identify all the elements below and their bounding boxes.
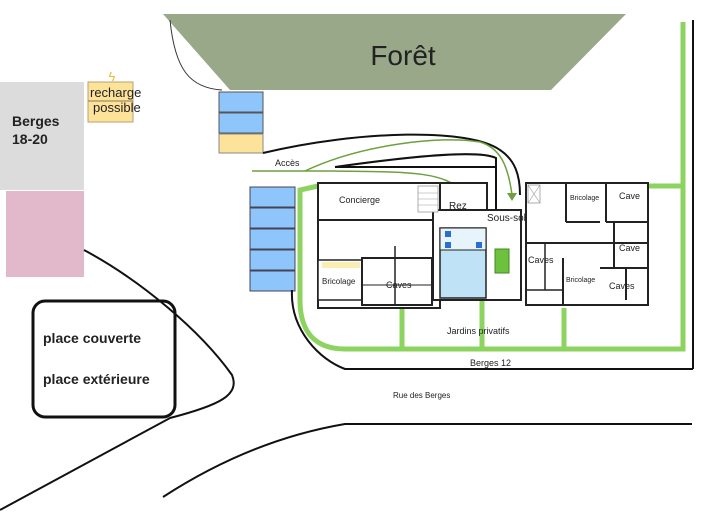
parking-left bbox=[249, 186, 296, 292]
lightning-icon: ϟ bbox=[109, 69, 116, 84]
level-sous-sol: Sous-sol bbox=[487, 213, 526, 224]
legend-covered: place couverte bbox=[43, 330, 141, 346]
legend-box bbox=[31, 299, 177, 419]
room-caves-center: Caves bbox=[528, 255, 554, 265]
gardens-label: Jardins privatifs bbox=[447, 326, 510, 336]
room-cave-top: Cave bbox=[619, 191, 640, 201]
access-label: Accès bbox=[275, 158, 300, 168]
charging-spot bbox=[87, 81, 134, 123]
building bbox=[317, 182, 649, 309]
street-label: Rue des Berges bbox=[393, 391, 450, 400]
charging-label-2: possible bbox=[93, 100, 141, 115]
room-bricolage-bottom: Bricolage bbox=[566, 277, 595, 284]
charging-label-1: recharge bbox=[90, 85, 141, 100]
road-edge-bottom bbox=[162, 423, 692, 498]
neighbor-label-1: Berges bbox=[12, 113, 60, 129]
parking-top bbox=[218, 91, 264, 154]
neighbor-label-2: 18-20 bbox=[12, 131, 48, 147]
road-curve-top bbox=[169, 19, 223, 91]
neighbor-building bbox=[0, 82, 84, 190]
room-caves-left: Caves bbox=[386, 280, 412, 290]
forest-label: Forêt bbox=[370, 40, 436, 71]
room-concierge: Concierge bbox=[339, 195, 380, 205]
access-road-inner bbox=[334, 153, 497, 210]
room-caves-right: Caves bbox=[609, 281, 635, 291]
level-rez: Rez bbox=[449, 201, 467, 212]
legend-outdoor: place extérieure bbox=[43, 371, 150, 387]
pink-zone bbox=[6, 191, 84, 277]
building-label: Berges 12 bbox=[470, 358, 511, 368]
property-line-bottom bbox=[290, 289, 693, 370]
access-path-2 bbox=[304, 139, 513, 196]
room-bricolage-left: Bricolage bbox=[322, 277, 356, 286]
table-tennis-icon bbox=[494, 248, 510, 274]
room-bricolage-top: Bricolage bbox=[570, 195, 599, 202]
room-cave-right: Cave bbox=[619, 243, 640, 253]
road-curve-left bbox=[0, 249, 235, 511]
access-road-outer bbox=[262, 133, 521, 196]
forest-area bbox=[163, 14, 626, 90]
arrow-down-icon-soussol bbox=[507, 193, 517, 201]
